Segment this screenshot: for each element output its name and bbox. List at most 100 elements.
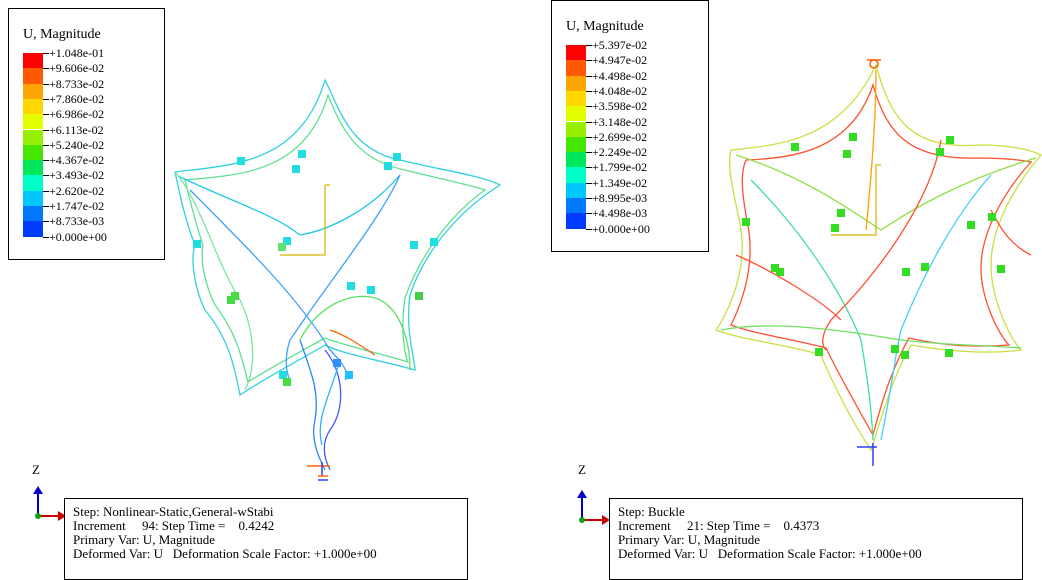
left-marker — [393, 153, 401, 161]
right-arc-4 — [990, 209, 1032, 256]
legend-tick — [586, 182, 592, 184]
right-marker — [967, 221, 975, 229]
legend-value: +5.240e-02 — [49, 137, 105, 152]
legend-tick — [43, 98, 49, 100]
right-marker — [936, 148, 944, 156]
right-legend[interactable]: U, Magnitude +5.397e-02+4.947e-02+4.498e… — [551, 0, 709, 252]
legend-color-swatch — [566, 106, 586, 122]
left-marker — [292, 165, 300, 173]
right-markers — [742, 133, 1005, 359]
left-marker — [227, 296, 235, 304]
left-tail-1 — [299, 339, 326, 471]
right-info-deformed: Deformed Var: U Deformation Scale Factor… — [618, 546, 922, 561]
viewport-right[interactable]: Z X U, Magnitude +5.397e-02+4.947e-02+4.… — [521, 0, 1042, 580]
legend-value: +1.349e-02 — [592, 175, 648, 190]
left-info-deformed: Deformed Var: U Deformation Scale Factor… — [73, 546, 377, 561]
legend-value: +5.397e-02 — [592, 38, 648, 52]
right-info-box: Step: Buckle Increment 21: Step Time = 0… — [609, 498, 1023, 580]
right-model-plot — [577, 59, 1042, 525]
left-constraint-symbol — [307, 462, 330, 481]
legend-tick — [43, 175, 49, 177]
left-marker — [410, 241, 418, 249]
legend-value: +2.699e-02 — [592, 129, 648, 144]
legend-color-swatch — [566, 121, 586, 137]
right-marker — [902, 268, 910, 276]
legend-value: +9.606e-02 — [49, 61, 105, 76]
legend-color-swatch — [23, 221, 43, 237]
right-marker — [776, 268, 784, 276]
viewport-left[interactable]: Z X U, Magnitude +1.048e-01+9.606e-02+8.… — [0, 0, 521, 580]
legend-tick — [43, 68, 49, 70]
right-star-outer-contour — [715, 63, 1042, 452]
right-legend-title: U, Magnitude — [566, 19, 644, 34]
legend-color-swatch — [566, 90, 586, 107]
legend-color-swatch — [566, 136, 586, 153]
right-marker — [791, 143, 799, 151]
left-inner-triad — [280, 184, 330, 256]
legend-tick — [586, 75, 592, 77]
left-legend[interactable]: U, Magnitude +1.048e-01+9.606e-02+8.733e… — [8, 8, 165, 260]
right-info-primary: Primary Var: U, Magnitude — [618, 532, 761, 547]
legend-color-swatch — [566, 75, 586, 91]
right-marker — [901, 351, 909, 359]
legend-value: +1.799e-02 — [592, 160, 648, 175]
legend-value: +3.493e-02 — [49, 168, 105, 183]
left-markers — [193, 150, 438, 386]
left-marker — [345, 371, 353, 379]
right-inner-triad — [831, 164, 881, 236]
left-marker — [279, 371, 287, 379]
left-marker — [283, 378, 291, 386]
left-diagonal-1 — [189, 189, 348, 381]
legend-tick — [586, 167, 592, 169]
legend-color-swatch — [23, 83, 43, 99]
legend-value: +6.113e-02 — [49, 122, 104, 137]
legend-color-swatch — [23, 53, 43, 69]
legend-color-swatch — [23, 68, 43, 84]
legend-color-swatch — [566, 152, 586, 168]
left-marker — [367, 286, 375, 294]
right-arc-3 — [735, 254, 842, 321]
left-marker — [347, 282, 355, 290]
legend-value: +4.498e-02 — [592, 68, 648, 83]
legend-tick — [43, 236, 49, 238]
legend-color-swatch — [566, 213, 586, 229]
left-tail-3 — [319, 359, 341, 446]
legend-color-swatch — [23, 114, 43, 130]
legend-value: +8.733e-02 — [49, 76, 105, 91]
left-marker — [298, 150, 306, 158]
legend-color-swatch — [566, 167, 586, 183]
legend-tick — [586, 90, 592, 92]
legend-tick — [586, 228, 592, 230]
left-marker — [278, 243, 286, 251]
right-marker — [945, 349, 953, 357]
legend-tick — [43, 160, 49, 162]
right-star-inner-contour — [730, 82, 1033, 437]
right-constraint-symbol — [857, 59, 881, 466]
right-marker — [837, 209, 845, 217]
legend-tick — [43, 206, 49, 207]
legend-color-swatch — [566, 45, 586, 61]
legend-tick — [43, 114, 49, 116]
right-arc-2 — [720, 325, 1022, 349]
legend-value: +4.947e-02 — [592, 53, 648, 68]
left-info-primary: Primary Var: U, Magnitude — [73, 532, 216, 547]
legend-tick — [43, 129, 49, 131]
left-marker — [333, 359, 341, 367]
legend-value: +1.747e-02 — [49, 199, 105, 213]
left-marker — [415, 292, 423, 300]
left-triad-z-label: Z — [32, 462, 40, 477]
left-marker — [384, 162, 392, 170]
legend-value: +8.733e-03 — [49, 214, 105, 229]
right-info-increment: Increment 21: Step Time = 0.4373 — [618, 518, 820, 533]
legend-tick — [586, 152, 592, 154]
legend-color-swatch — [566, 60, 586, 76]
right-marker — [815, 348, 823, 356]
left-model-plot — [33, 78, 502, 521]
right-marker — [946, 136, 954, 144]
legend-color-swatch — [23, 144, 43, 161]
legend-tick — [43, 53, 49, 54]
legend-tick — [586, 106, 592, 108]
legend-value: +6.986e-02 — [49, 107, 105, 122]
legend-tick — [586, 45, 592, 46]
right-contour-3 — [735, 154, 1037, 231]
